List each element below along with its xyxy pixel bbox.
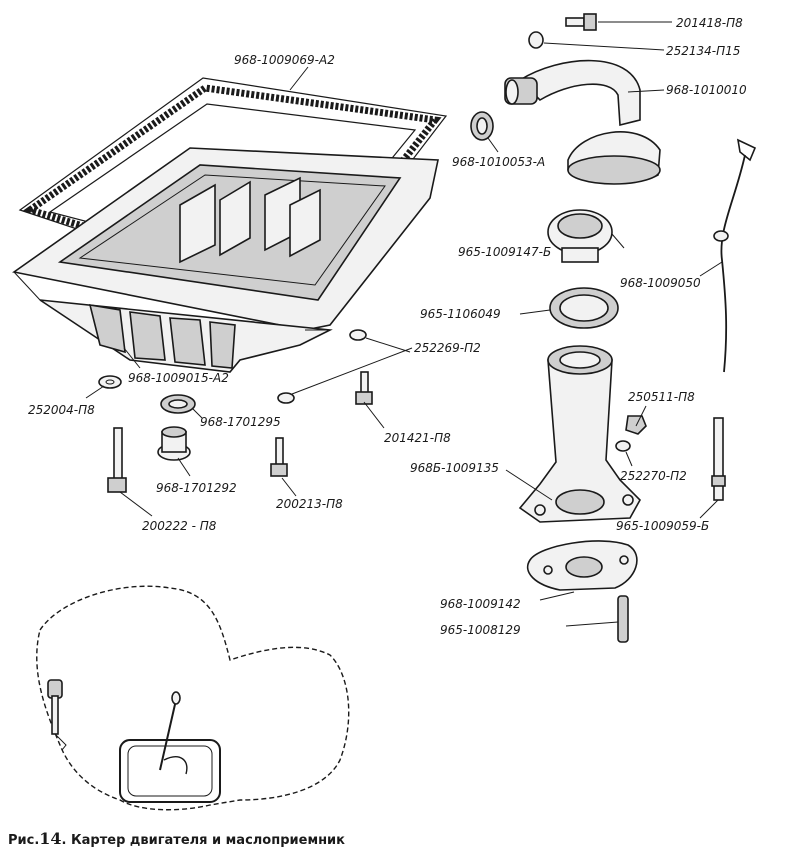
dipstick xyxy=(713,138,757,373)
filler-cap xyxy=(547,209,613,263)
label-washer-top: 252134-П15 xyxy=(666,44,740,58)
bolt-200213 xyxy=(270,437,288,477)
label-intake-washer: 968-1010053-А xyxy=(452,155,545,169)
bolt-201421 xyxy=(355,371,373,405)
engine-inset xyxy=(36,585,350,811)
filler-gasket xyxy=(549,287,619,329)
label-washer-252004: 252004-П8 xyxy=(28,403,95,417)
label-filler-cap: 965-1009147-Б xyxy=(458,245,551,259)
bolt-200222 xyxy=(107,427,127,493)
label-washer-252270: 252270-П2 xyxy=(620,469,687,483)
label-nut-250511: 250511-П8 xyxy=(628,390,695,404)
label-gasket: 968-1009069-А2 xyxy=(234,53,335,67)
label-bolt-201421: 201421-П8 xyxy=(384,431,451,445)
label-bolt-top: 201418-П8 xyxy=(676,16,743,30)
label-stud-965-1008129: 965-1008129 xyxy=(440,623,521,637)
label-drain-plug: 968-1701292 xyxy=(156,481,237,495)
washer-252004 xyxy=(98,375,122,389)
caption-text: . Картер двигателя и маслоприемник xyxy=(62,833,346,848)
label-dipstick: 968-1009050 xyxy=(620,276,701,290)
label-bolt-200222: 200222 - П8 xyxy=(142,519,217,533)
washer-252134 xyxy=(528,31,544,49)
washers-252269 xyxy=(277,329,367,404)
oil-pan xyxy=(12,147,439,373)
callout-labels: 968-1009069-А2 201418-П8 252134-П15 968-… xyxy=(28,16,747,637)
washer-252270 xyxy=(615,440,631,452)
drain-plug xyxy=(157,426,191,461)
label-bolt-200213: 200213-П8 xyxy=(276,497,343,511)
label-plug-gasket: 968-1701295 xyxy=(200,415,281,429)
label-oil-intake: 968-1010010 xyxy=(666,83,747,97)
bolt-201418 xyxy=(565,13,597,31)
stud-965-1008129 xyxy=(617,595,629,643)
label-washers-252269: 252269-П2 xyxy=(414,341,481,355)
stud-965-1009059 xyxy=(711,417,726,501)
flange-gasket xyxy=(526,540,638,591)
label-oil-pan: 968-1009015-А2 xyxy=(128,371,229,385)
label-filler-gasket: 965-1106049 xyxy=(420,307,501,321)
oil-intake-pipe xyxy=(504,59,661,185)
label-filler-neck: 968Б-1009135 xyxy=(410,461,499,475)
intake-washer xyxy=(470,111,494,141)
plug-gasket xyxy=(160,394,196,414)
caption-prefix: Рис. xyxy=(8,833,39,848)
figure-caption: Рис.14. Картер двигателя и маслоприемник xyxy=(8,829,345,848)
label-flange-gasket: 968-1009142 xyxy=(440,597,521,611)
caption-number: 14 xyxy=(39,829,61,848)
filler-neck xyxy=(518,345,641,523)
leader-lines xyxy=(85,21,723,627)
label-stud-965-1009059: 965-1009059-Б xyxy=(616,519,709,533)
